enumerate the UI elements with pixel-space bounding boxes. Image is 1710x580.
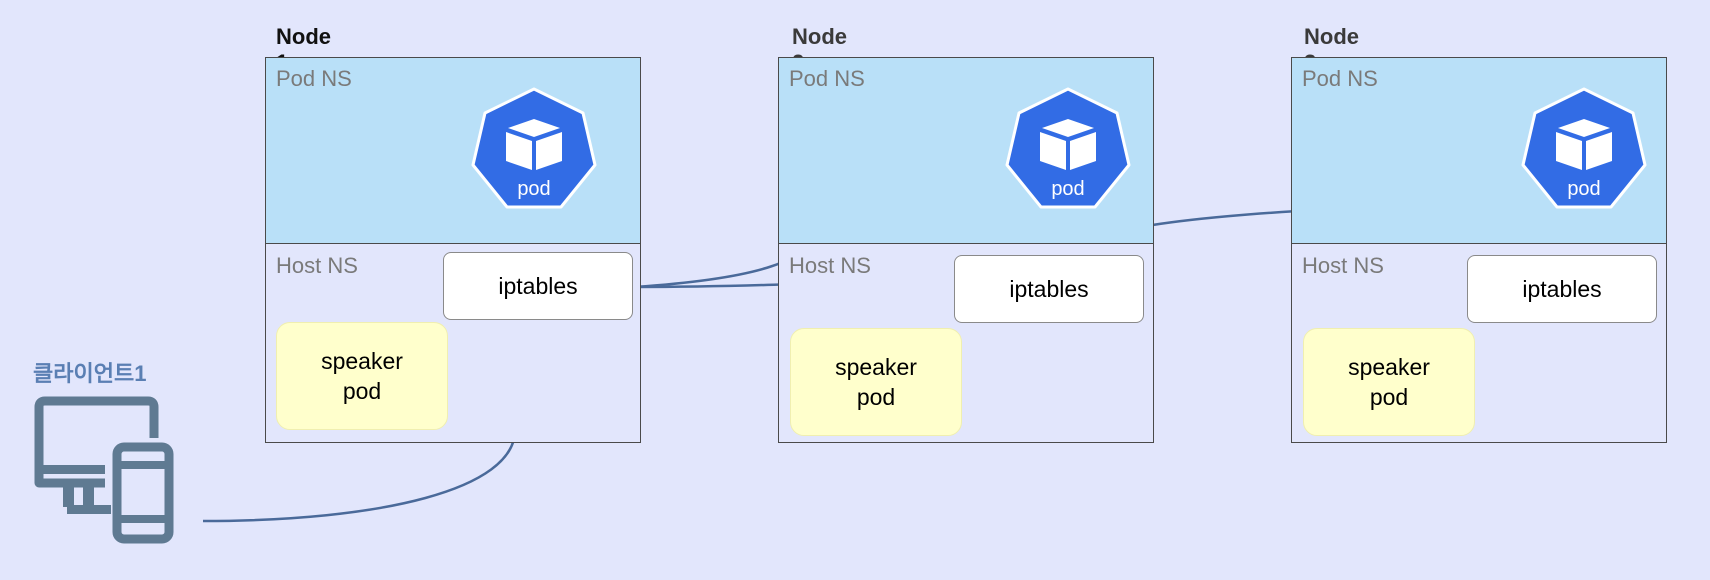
speaker-label-line1: speaker	[321, 348, 403, 374]
desktop-mobile-icon	[34, 396, 174, 544]
pod-icon-label: pod	[517, 178, 550, 200]
kubernetes-pod-icon: pod	[1005, 87, 1131, 209]
host-ns-label: Host NS	[1302, 253, 1384, 278]
speaker-label-line2: pod	[856, 384, 896, 410]
speaker-pod: speaker pod	[1303, 328, 1475, 436]
speaker-label-line2: pod	[1369, 384, 1409, 410]
client-label: 클라이언트1	[33, 361, 147, 386]
host-ns-label: Host NS	[276, 253, 358, 278]
speaker-pod: speaker pod	[276, 322, 448, 430]
kubernetes-pod-icon: pod	[471, 87, 597, 209]
pod-icon-label: pod	[1567, 178, 1600, 200]
iptables-box: iptables	[1467, 255, 1657, 323]
pod-ns-label: Pod NS	[789, 66, 865, 91]
speaker-pod: speaker pod	[790, 328, 962, 436]
pod-ns-label: Pod NS	[276, 66, 352, 91]
speaker-label-line2: pod	[342, 378, 382, 404]
kubernetes-pod-icon: pod	[1521, 87, 1647, 209]
node-box: Pod NS Host NS iptables speaker pod	[265, 57, 641, 443]
speaker-label-line1: speaker	[835, 354, 917, 380]
host-ns-label: Host NS	[789, 253, 871, 278]
pod-ns-label: Pod NS	[1302, 66, 1378, 91]
pod-icon-label: pod	[1051, 178, 1084, 200]
speaker-label-line1: speaker	[1348, 354, 1430, 380]
iptables-box: iptables	[443, 252, 633, 320]
iptables-box: iptables	[954, 255, 1144, 323]
